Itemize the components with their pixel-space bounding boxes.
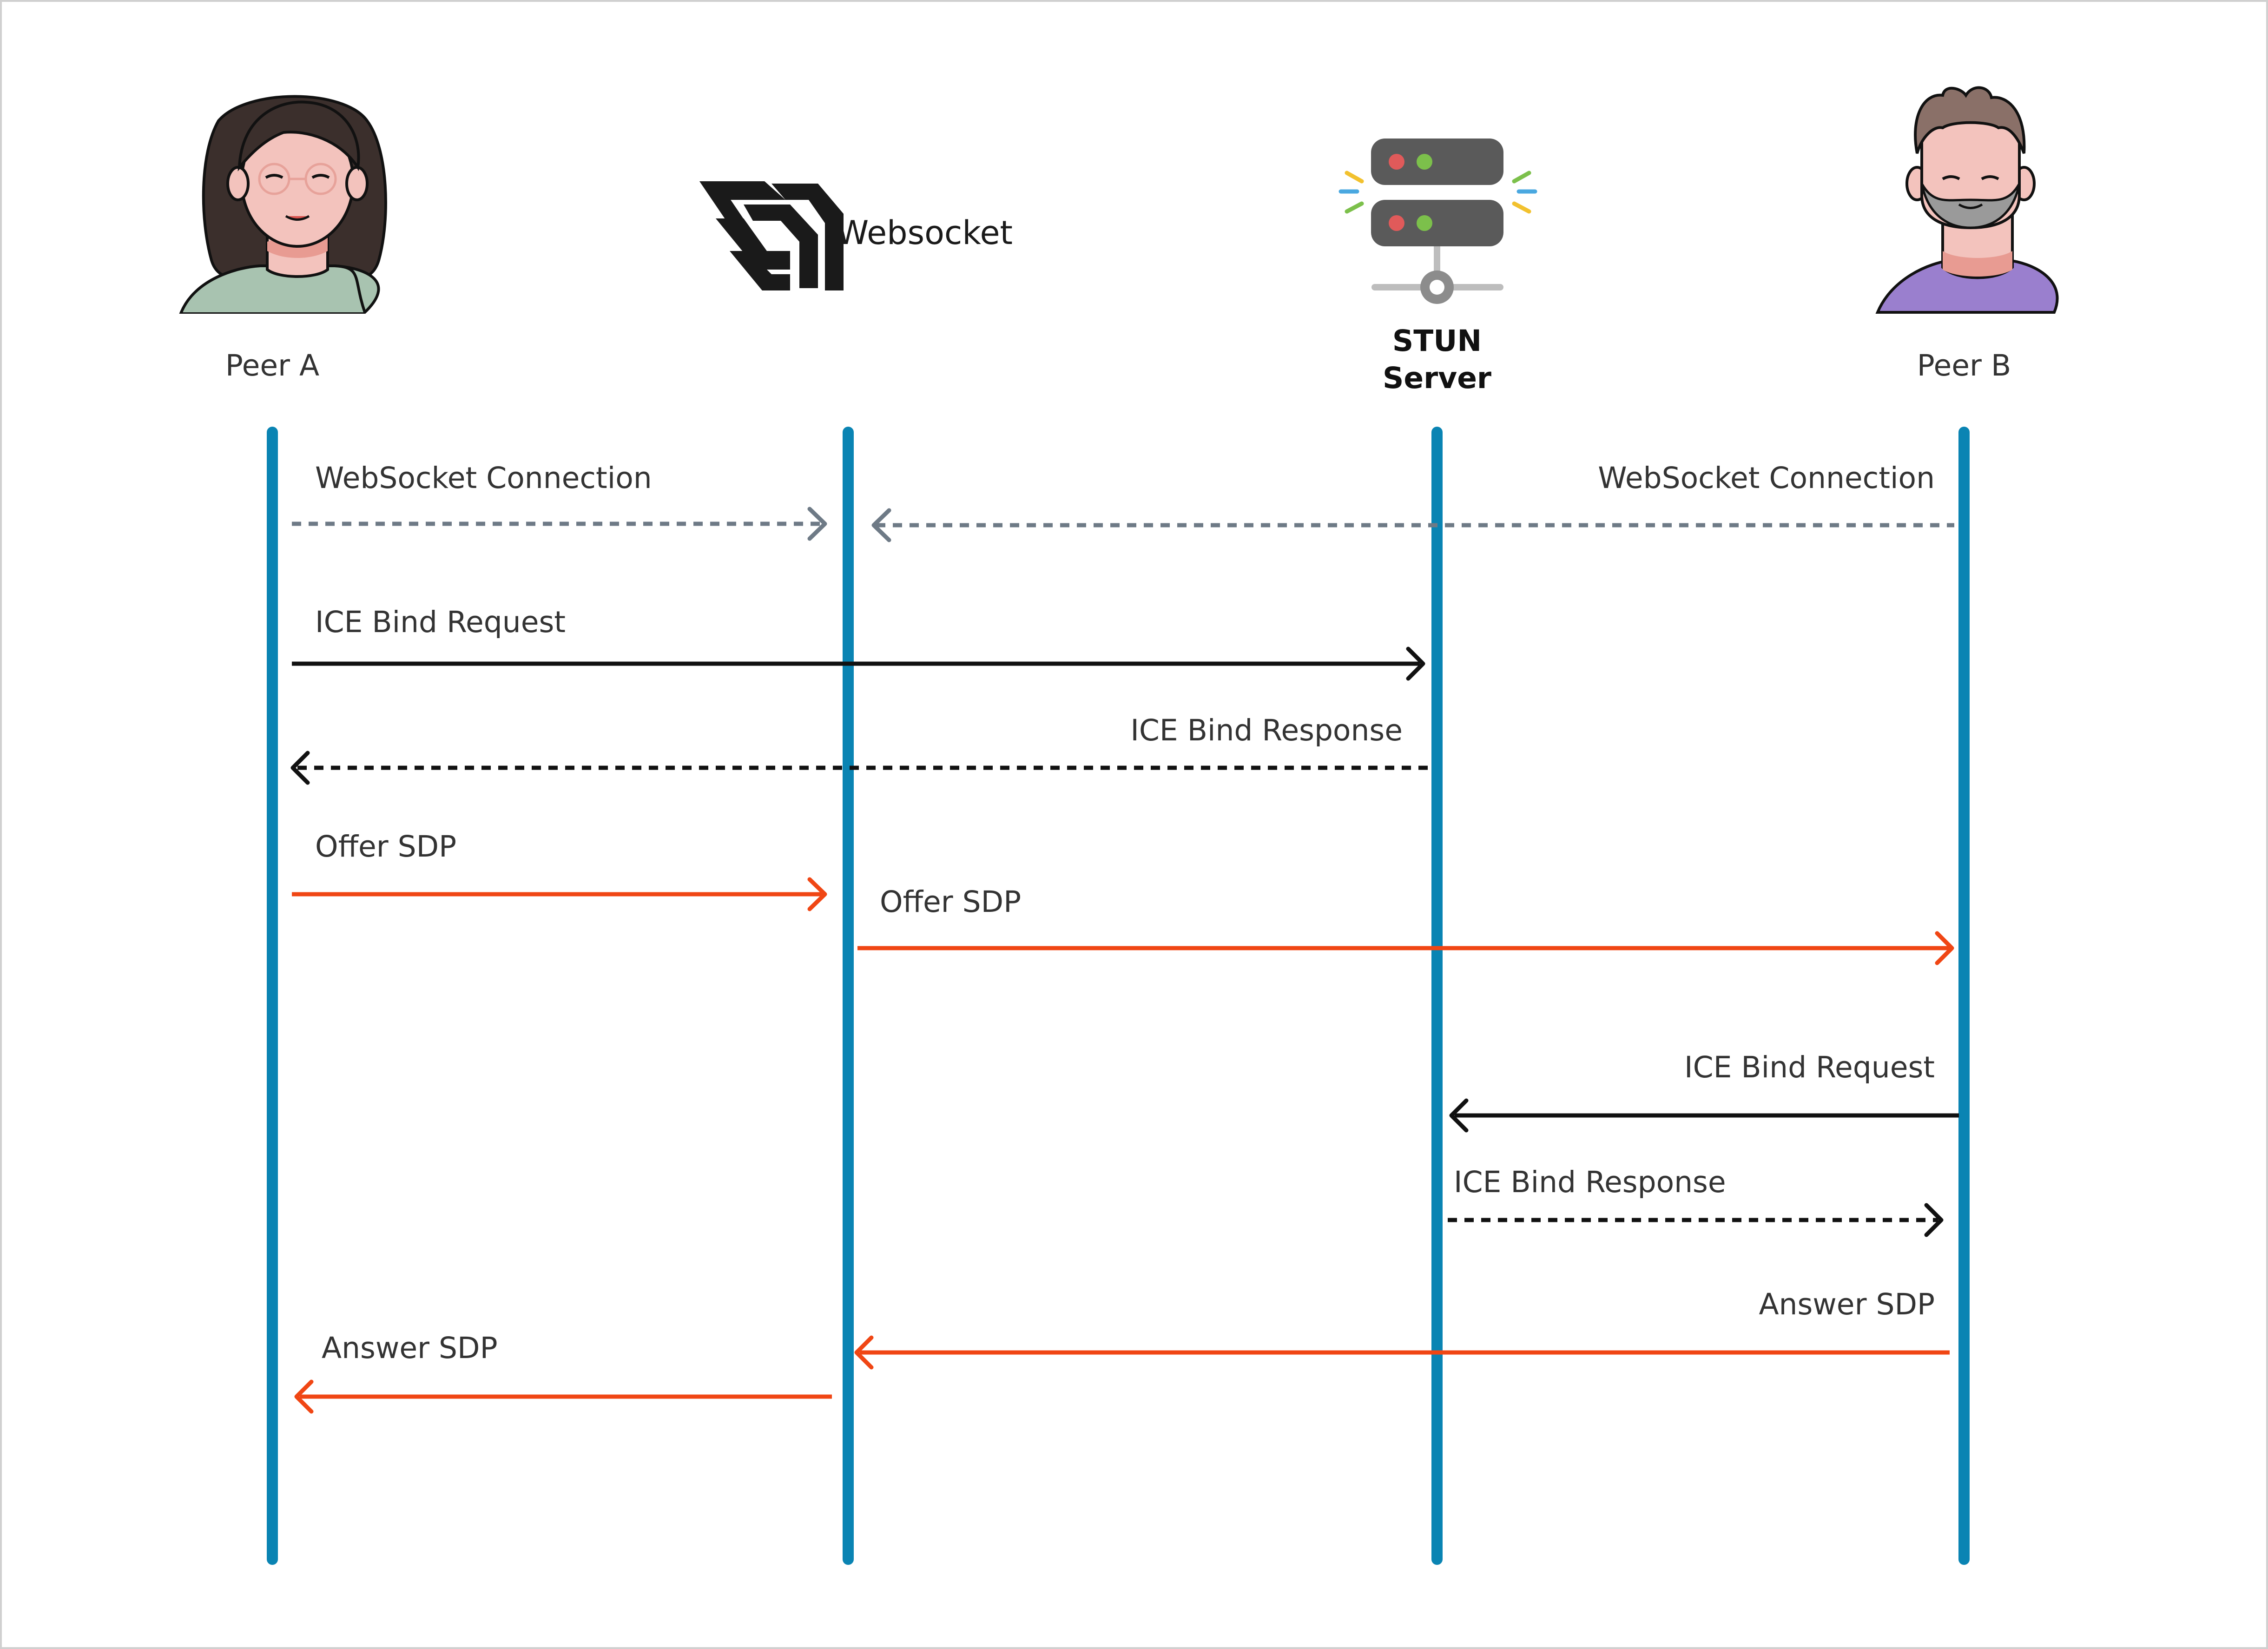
- message-label: ICE Bind Response: [1454, 1165, 1726, 1199]
- arrowhead: [854, 1335, 874, 1370]
- arrowhead: [807, 507, 827, 541]
- server-icon: [1338, 139, 1537, 304]
- message-offer-sdp-b: Offer SDP: [857, 885, 1954, 965]
- arrowhead: [290, 751, 310, 785]
- message-websocket-connection-b: WebSocket Connection: [871, 461, 1954, 542]
- arrowhead: [294, 1379, 314, 1414]
- message-offer-sdp-a: Offer SDP: [292, 830, 827, 911]
- message-label: Offer SDP: [315, 830, 456, 864]
- woman-avatar-icon: [179, 95, 387, 314]
- websocket-label: Websocket: [837, 214, 1013, 252]
- arrowhead: [807, 877, 827, 911]
- message-label: Answer SDP: [322, 1331, 498, 1365]
- message-label: WebSocket Connection: [1598, 461, 1935, 495]
- message-ice-bind-request-a: ICE Bind Request: [292, 605, 1425, 681]
- message-ice-bind-response-a: ICE Bind Response: [290, 713, 1429, 785]
- man-avatar-icon: [1875, 86, 2059, 314]
- message-label: ICE Bind Request: [315, 605, 566, 639]
- message-answer-sdp-b: Answer SDP: [854, 1287, 1950, 1370]
- message-label: ICE Bind Request: [1684, 1050, 1935, 1084]
- peer-b-label: Peer B: [1917, 349, 2011, 383]
- peer-a-label: Peer A: [225, 349, 319, 383]
- message-label: WebSocket Connection: [315, 461, 652, 495]
- message-label: Answer SDP: [1759, 1287, 1935, 1321]
- message-answer-sdp-a: Answer SDP: [294, 1331, 832, 1414]
- stun-label-line2: Server: [1383, 361, 1491, 395]
- message-ice-bind-response-b: ICE Bind Response: [1448, 1165, 1944, 1237]
- message-label: Offer SDP: [880, 885, 1021, 919]
- stun-label-line1: STUN: [1392, 324, 1482, 358]
- arrowhead: [1449, 1098, 1469, 1133]
- arrowhead: [1406, 646, 1425, 681]
- arrowhead: [1924, 1203, 1944, 1237]
- websocket-logo-icon: [699, 181, 844, 290]
- arrowhead: [871, 508, 891, 542]
- message-label: ICE Bind Response: [1130, 713, 1403, 747]
- arrowhead: [1935, 931, 1954, 965]
- message-ice-bind-request-b: ICE Bind Request: [1449, 1050, 1959, 1133]
- message-websocket-connection-a: WebSocket Connection: [292, 461, 827, 541]
